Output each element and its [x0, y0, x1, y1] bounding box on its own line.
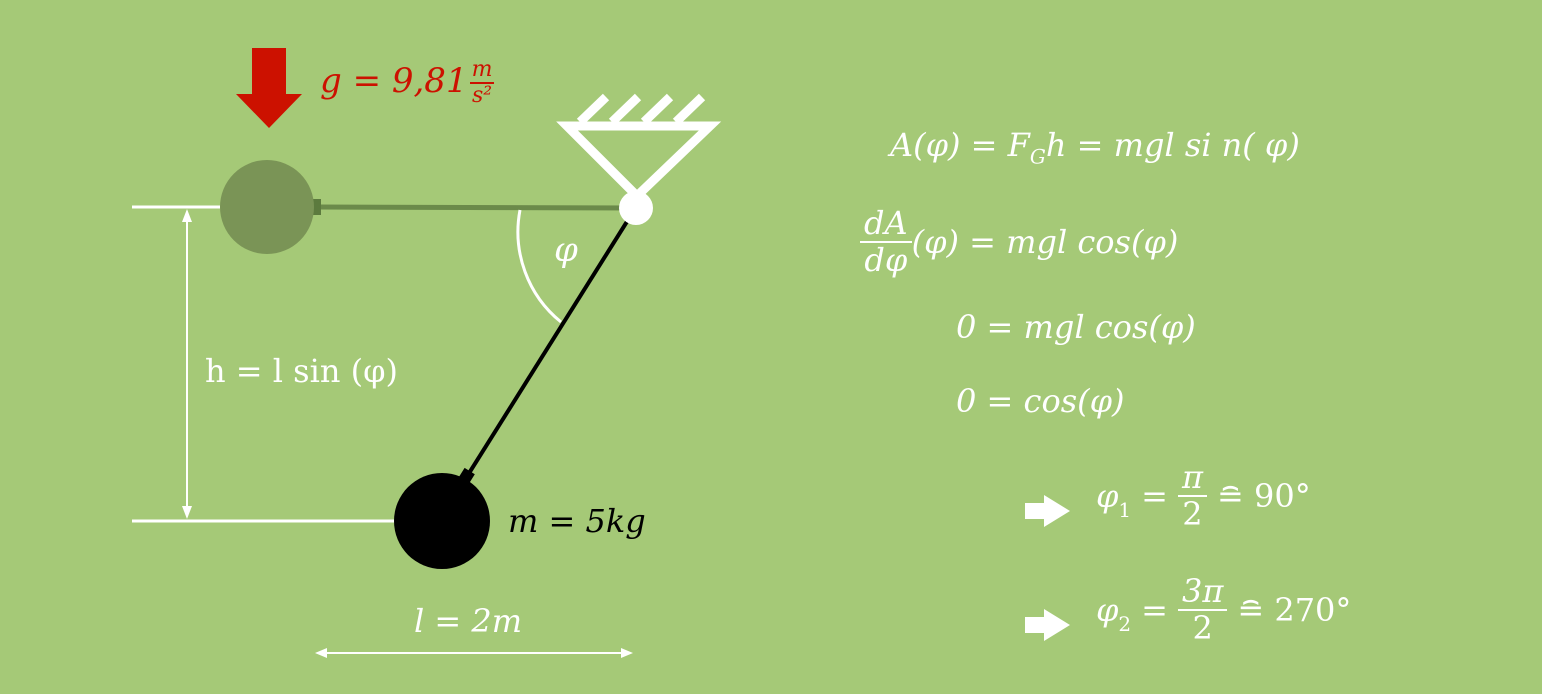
fixed-support: [556, 93, 722, 203]
sol1-rhs: ≘ 90°: [1216, 477, 1311, 516]
sol1-eq: =: [1141, 477, 1168, 516]
sol1-lhs: φ: [1096, 477, 1119, 516]
down-arrow-icon: [236, 48, 302, 128]
equation-zero-cos: 0 = cos(φ): [956, 382, 1125, 420]
mass-label: m = 5kg: [508, 502, 646, 540]
gravity-unit-den: s²: [471, 83, 493, 109]
sol2-rhs: ≘ 270°: [1237, 591, 1352, 630]
height-dimension-arrow: [182, 209, 192, 519]
gravity-label-lhs: g = 9,81: [320, 61, 468, 102]
sol2-fraction: 3π 2: [1177, 573, 1228, 648]
ghost-mass: [220, 160, 314, 254]
gravity-label: g = 9,81 m s²: [320, 57, 495, 109]
right-arrow-icon: [1025, 609, 1070, 641]
equation-derivative: dA dφ (φ) = mgl cos(φ): [860, 205, 1179, 280]
eq1-lhs: A(φ) = F: [890, 126, 1030, 164]
length-dimension-arrow: [315, 648, 633, 658]
height-label: h = l sin (φ): [205, 352, 398, 390]
sol2-den: 2: [1192, 609, 1213, 648]
sol1-num: π: [1177, 459, 1207, 498]
pendulum-mass: [394, 473, 490, 569]
eq1-sub: G: [1029, 144, 1046, 169]
angle-arc: [516, 209, 562, 324]
length-label: l = 2m: [414, 602, 523, 640]
eq2-rest: (φ) = mgl cos(φ): [911, 223, 1179, 262]
gravity-unit-num: m: [469, 57, 495, 85]
ghost-rod: [317, 204, 637, 211]
pendulum-rod: [464, 210, 635, 480]
eq2-fraction: dA dφ: [860, 205, 912, 280]
eq2-num: dA: [860, 205, 912, 244]
equation-zero-mgl: 0 = mgl cos(φ): [956, 308, 1196, 346]
sol2-lhs: φ: [1096, 591, 1119, 630]
sol1-sub: 1: [1118, 498, 1132, 523]
sol2-sub: 2: [1118, 612, 1132, 637]
equation-work: A(φ) = FGh = mgl si n( φ): [890, 126, 1300, 168]
eq2-den: dφ: [864, 241, 908, 280]
sol2-eq: =: [1141, 591, 1168, 630]
sol1-fraction: π 2: [1177, 459, 1207, 534]
sol2-num: 3π: [1177, 573, 1228, 612]
sol1-den: 2: [1182, 495, 1203, 534]
ghost-rod-connector: [311, 199, 321, 215]
gravity-unit: m s²: [469, 57, 495, 109]
angle-label: φ: [554, 230, 578, 270]
eq1-rest: h = mgl si n( φ): [1045, 126, 1300, 164]
right-arrow-icon: [1025, 495, 1070, 527]
pivot-joint: [619, 191, 653, 225]
